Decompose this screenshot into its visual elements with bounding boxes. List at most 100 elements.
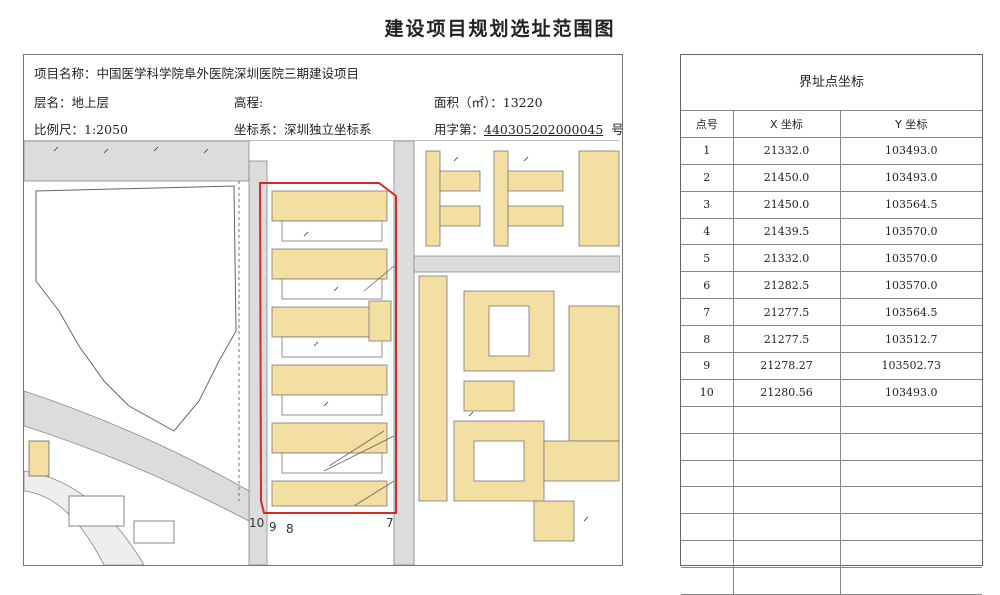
point-no-cell — [681, 567, 734, 595]
east-buildings-south — [418, 275, 620, 542]
table-row — [681, 405, 982, 434]
floor-name: 层名：地上层 — [34, 95, 110, 110]
scale: 比例尺：1:2050 — [34, 122, 128, 137]
x-coordinate-cell: 21450.0 — [732, 190, 841, 219]
point-no-cell: 8 — [681, 325, 734, 354]
point-no-cell: 2 — [681, 163, 734, 192]
x-coordinate-cell: 21280.56 — [732, 378, 841, 407]
area: 面积（㎡）：13220 — [434, 92, 543, 111]
y-coordinate-cell: 103493.0 — [839, 136, 982, 165]
header-point-no: 点号 — [681, 110, 734, 138]
x-coordinate-cell: 21332.0 — [732, 136, 841, 165]
point-no-cell: 4 — [681, 217, 734, 246]
boundary-point-8: 8 — [286, 522, 294, 536]
y-coordinate-cell: 103564.5 — [839, 190, 982, 219]
coordinate-table-title: 界址点坐标 — [681, 55, 982, 111]
point-no-cell — [681, 432, 734, 461]
y-coordinate-cell — [839, 459, 982, 488]
coordinate-system: 坐标系：深圳独立坐标系 — [234, 122, 372, 137]
x-coordinate-cell: 21450.0 — [732, 163, 841, 192]
point-no-cell — [681, 540, 734, 569]
point-no-cell — [681, 486, 734, 515]
point-no-cell — [681, 405, 734, 434]
header-x: X 坐标 — [732, 110, 841, 138]
x-coordinate-cell — [732, 513, 841, 542]
east-buildings-north — [425, 150, 620, 247]
point-no-cell: 6 — [681, 271, 734, 300]
point-no-cell: 7 — [681, 298, 734, 327]
southwest-structures — [28, 440, 175, 544]
land-code-label: 用字第： — [434, 122, 485, 137]
y-coordinate-cell — [839, 486, 982, 515]
area-label: 面积（㎡）： — [434, 95, 503, 110]
land-code-suffix: 号 — [611, 122, 624, 137]
header-y: Y 坐标 — [839, 110, 982, 138]
x-coordinate-cell — [732, 540, 841, 569]
point-no-cell: 10 — [681, 378, 734, 407]
site-map: 10 9 8 7 — [24, 140, 620, 565]
table-row — [681, 567, 982, 595]
vacant-lot — [35, 185, 237, 432]
x-coordinate-cell: 21277.5 — [732, 325, 841, 354]
x-coordinate-cell: 21282.5 — [732, 271, 841, 300]
x-coordinate-cell: 21277.5 — [732, 298, 841, 327]
y-coordinate-cell: 103493.0 — [839, 378, 982, 407]
point-no-cell: 3 — [681, 190, 734, 219]
y-coordinate-cell: 103570.0 — [839, 217, 982, 246]
table-row — [681, 540, 982, 569]
point-no-cell: 5 — [681, 244, 734, 273]
land-code: 用字第：440305202000045 号 — [434, 119, 624, 138]
boundary-point-10: 10 — [249, 516, 264, 530]
y-coordinate-cell — [839, 513, 982, 542]
y-coordinate-cell: 103570.0 — [839, 271, 982, 300]
x-coordinate-cell — [732, 459, 841, 488]
project-name: 项目名称：中国医学科学院阜外医院深圳医院三期建设项目 — [34, 66, 360, 81]
y-coordinate-cell — [839, 567, 982, 595]
y-coordinate-cell: 103512.7 — [839, 325, 982, 354]
x-coordinate-cell: 21332.0 — [732, 244, 841, 273]
site-boundary — [258, 182, 397, 514]
point-no-cell: 9 — [681, 352, 734, 380]
page-title: 建设项目规划选址范围图 — [384, 18, 616, 40]
x-coordinate-cell — [732, 405, 841, 434]
y-coordinate-cell — [839, 540, 982, 569]
boundary-point-9: 9 — [269, 520, 277, 534]
y-coordinate-cell — [839, 432, 982, 461]
y-coordinate-cell: 103502.73 — [839, 352, 982, 380]
area-value: 13220 — [502, 95, 543, 110]
y-coordinate-cell — [839, 405, 982, 434]
point-no-cell — [681, 459, 734, 488]
table-row — [681, 459, 982, 488]
table-row — [681, 513, 982, 542]
y-coordinate-cell: 103493.0 — [839, 163, 982, 192]
x-coordinate-cell: 21278.27 — [732, 352, 841, 380]
site-buildings — [271, 190, 392, 507]
table-row — [681, 486, 982, 515]
site-map-panel: 项目名称：中国医学科学院阜外医院深圳医院三期建设项目 层名：地上层 高程: 面积… — [23, 54, 624, 566]
x-coordinate-cell — [732, 567, 841, 595]
x-coordinate-cell — [732, 486, 841, 515]
boundary-point-7: 7 — [386, 516, 394, 530]
y-coordinate-cell: 103570.0 — [839, 244, 982, 273]
table-header-row: 点号 X 坐标 Y 坐标 — [681, 110, 982, 138]
table-row — [681, 432, 982, 461]
land-code-value: 440305202000045 — [484, 122, 604, 137]
point-no-cell — [681, 513, 734, 542]
x-coordinate-cell — [732, 432, 841, 461]
y-coordinate-cell: 103564.5 — [839, 298, 982, 327]
elevation: 高程: — [234, 95, 264, 110]
x-coordinate-cell: 21439.5 — [732, 217, 841, 246]
point-no-cell: 1 — [681, 136, 734, 165]
